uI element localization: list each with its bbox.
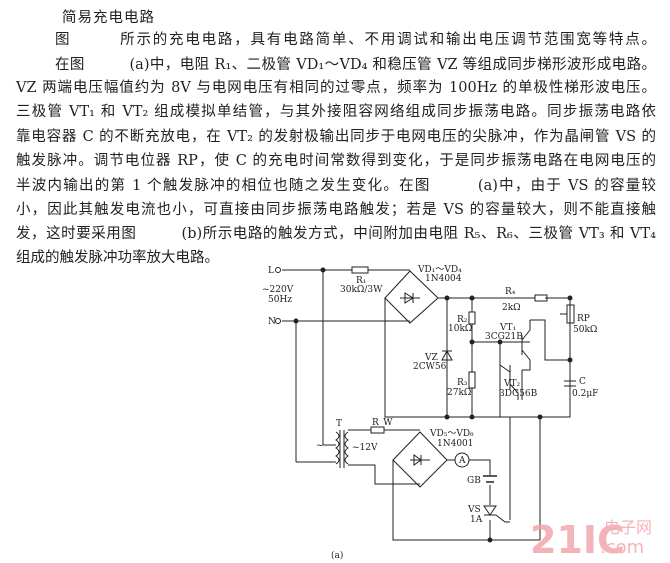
watermark-domain: .com <box>600 537 644 558</box>
watermark-cn: 电子网 <box>604 518 652 537</box>
label-supply-freq: 50Hz <box>268 295 292 305</box>
paragraph-line: 半波内输出的第 1 个触发脉冲的相位也随之发生变化。在图 (a)中，由于 VS … <box>16 178 656 194</box>
label-rp: RP <box>577 314 590 324</box>
resistor-r2 <box>468 311 476 325</box>
label-vt2-part: 3DG56B <box>499 389 538 399</box>
paragraph-line: 三极管 VT₁ 和 VT₂ 组成模拟单结管，与其外接阻容网络组成同步振荡电路。同… <box>16 104 656 120</box>
watermark-brand: 21IC <box>530 518 625 562</box>
label-r4-value: 2kΩ <box>502 303 521 313</box>
paragraph-line: 触发脉冲。调节电位器 RP，使 C 的充电时间常数得到变化，于是同步振荡电路在电… <box>16 153 656 169</box>
label-r2-value: 10kΩ <box>448 324 472 334</box>
battery-gb <box>483 475 497 483</box>
label-c-value: 0.2μF <box>572 389 598 399</box>
label-terminal-n: N <box>268 317 276 327</box>
label-t: T <box>336 419 342 429</box>
transistor-vt1 <box>521 320 531 371</box>
resistor-rw <box>370 426 385 434</box>
label-rp-value: 50kΩ <box>573 325 597 335</box>
transformer-t <box>335 430 349 468</box>
label-vz-part: 2CW56 <box>413 362 447 372</box>
capacitor-c <box>564 380 576 387</box>
thyristor-vs <box>483 505 497 516</box>
label-r4: R₄ <box>505 287 516 297</box>
terminal-l-icon <box>275 267 281 273</box>
resistor-r4 <box>534 294 548 302</box>
nodes <box>293 267 573 543</box>
paragraph-line: 在图 (a)中，电阻 R₁、二极管 VD₁～VD₄ 和稳压管 VZ 等组成同步梯… <box>55 57 656 73</box>
watermark-logo: 21IC 电子网 .com <box>530 518 652 562</box>
bridge-rectifier-1 <box>384 270 439 324</box>
label-gb: GB <box>467 476 481 486</box>
paragraph-line: 靠电容器 C 的不断充放电，在 VT₂ 的发射极输出同步于电网电压的尖脉冲，作为… <box>16 129 656 145</box>
label-secondary: ~12V <box>352 443 378 453</box>
label-vs-rating: 1A <box>470 515 483 525</box>
bridge-rectifier-2 <box>392 431 448 488</box>
ammeter <box>454 452 470 468</box>
label-r1-value: 30kΩ/3W <box>340 285 383 295</box>
label-primary: ~ <box>316 441 324 451</box>
label-rw: R_W <box>372 418 393 428</box>
paragraph-line: 发，这时要采用图 (b)所示电路的触发方式，中间附加由电阻 R₅、R₆、三极管 … <box>16 226 656 242</box>
label-c: C <box>579 377 586 387</box>
label-r3-value: 27kΩ <box>447 388 471 398</box>
paragraph-line: 小，因此其触发电流也小，可直接由同步振荡电路触发；若是 VS 的容量较大，则不能… <box>16 202 656 218</box>
transistor-vt2 <box>499 364 519 400</box>
wires <box>282 269 571 541</box>
resistor-r3 <box>468 371 476 389</box>
paragraph-line: VZ 两端电压幅值约为 8V 与电网电压有相同的过零点，频率为 100Hz 的单… <box>16 80 656 96</box>
label-ammeter: A <box>458 456 466 466</box>
section-title: 简易充电电路 <box>62 10 155 26</box>
label-vt1-part: 3CG21B <box>485 332 523 342</box>
label-supply: ~220V <box>262 285 294 295</box>
label-bridge1-part: 1N4004 <box>425 274 462 284</box>
label-vt1: VT₁ <box>499 323 516 333</box>
label-terminal-l: L <box>268 266 274 276</box>
label-r2: R₂ <box>457 315 468 325</box>
figure-caption: (a) <box>331 550 343 561</box>
resistor-r1 <box>351 266 369 274</box>
label-bridge2-part: 1N4001 <box>437 439 474 449</box>
terminal-n-icon <box>275 318 281 324</box>
label-bridge2: VD₅～VD₈ <box>429 429 474 439</box>
paragraph-line: 图 所示的充电电路，具有电路简单、不用调试和输出电压调节范围宽等特点。 <box>55 32 656 48</box>
label-vs: VS <box>467 505 481 515</box>
label-r3: R₃ <box>457 378 468 388</box>
label-bridge1: VD₁～VD₄ <box>417 265 462 275</box>
zener-vz <box>441 349 453 361</box>
label-r1: R₁ <box>356 276 366 286</box>
paragraph-line: 组成的触发脉冲功率放大电路。 <box>16 250 219 266</box>
label-vt2: VT₂ <box>503 379 521 389</box>
label-vz: VZ <box>424 353 438 363</box>
